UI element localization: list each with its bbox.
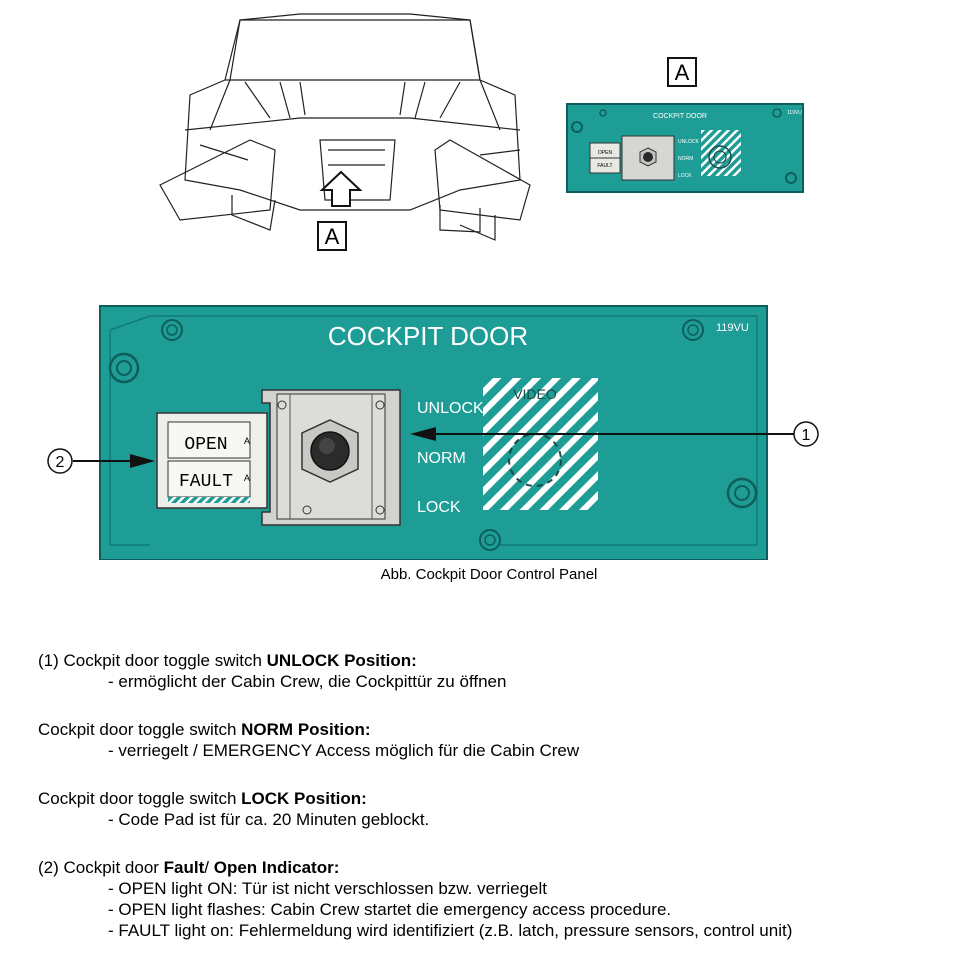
cockpit-sketch [159,13,531,241]
small-panel-title: COCKPIT DOOR [653,113,707,120]
unlock-label: UNLOCK [417,400,484,417]
small-lock-label: LOCK [678,173,692,179]
section-item: - verriegelt / EMERGENCY Access möglich … [108,741,580,760]
video-label: VIDEO [513,386,557,402]
location-marker-lower: A [325,224,340,249]
callout-2: 2 [47,448,155,474]
section-item: - ermöglicht der Cabin Crew, die Cockpit… [108,672,507,691]
callout-2-number: 2 [56,454,65,471]
section-heading: (2) Cockpit door Fault/ Open Indicator: [38,858,340,877]
cockpit-door-figure: A A COCKPIT DOOR 119VU OPEN FAULT UNLOCK… [47,13,819,560]
section-item: - FAULT light on: Fehlermeldung wird ide… [108,921,793,940]
figure-caption: Abb. Cockpit Door Control Panel [380,566,598,583]
small-unlock-label: UNLOCK [678,139,700,145]
section-heading: Cockpit door toggle switch NORM Position… [38,720,371,739]
callout-1-number: 1 [802,427,811,444]
big-panel: COCKPIT DOOR 119VU OPEN FAULT A A UNLOCK… [99,305,768,560]
section-item: - OPEN light flashes: Cabin Crew startet… [108,900,672,919]
fault-light-suffix: A [244,473,250,483]
norm-label: NORM [417,450,466,467]
small-panel: COCKPIT DOOR 119VU OPEN FAULT UNLOCK NOR… [566,103,804,193]
section-unlock: (1) Cockpit door toggle switch UNLOCK Po… [38,650,968,692]
section-heading: Cockpit door toggle switch LOCK Position… [38,789,367,808]
section-fault-open: (2) Cockpit door Fault/ Open Indicator: … [38,857,968,941]
open-light-suffix: A [244,436,250,446]
location-marker-upper: A [675,60,690,85]
section-lock: Cockpit door toggle switch LOCK Position… [38,788,968,830]
small-norm-label: NORM [678,156,693,162]
section-item: - Code Pad ist für ca. 20 Minuten gebloc… [108,810,430,829]
big-panel-id: 119VU [716,322,749,334]
small-panel-id: 119VU [787,110,802,116]
section-item: - OPEN light ON: Tür ist nicht verschlos… [108,879,548,898]
big-panel-title: COCKPIT DOOR [328,321,528,351]
section-norm: Cockpit door toggle switch NORM Position… [38,719,968,761]
section-heading: (1) Cockpit door toggle switch UNLOCK Po… [38,651,417,670]
fault-light-label: FAULT [179,472,233,492]
lock-label: LOCK [417,499,461,516]
callout-1: 1 [410,421,819,447]
small-fault-label: FAULT [597,163,612,169]
location-arrow [319,170,363,207]
small-open-label: OPEN [598,150,613,156]
open-light-label: OPEN [184,435,227,455]
